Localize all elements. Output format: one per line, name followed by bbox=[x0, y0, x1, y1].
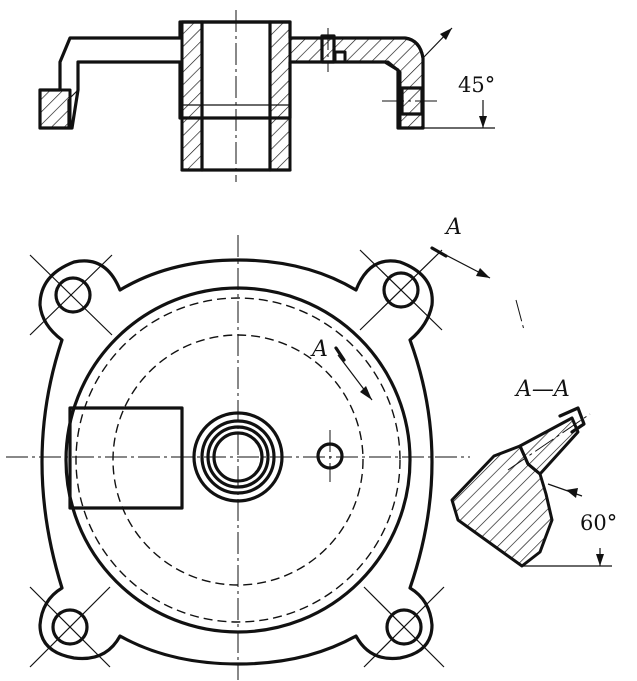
section-body-hatch bbox=[450, 444, 554, 568]
section-a-a: A—A 60° bbox=[450, 377, 617, 568]
flange-outline bbox=[38, 258, 434, 666]
cut-plane-tick-mid bbox=[334, 346, 346, 362]
cut-plane-line bbox=[515, 299, 525, 331]
arrowhead-60-b bbox=[566, 488, 578, 498]
body-inner-dashed-circle bbox=[75, 297, 401, 623]
stem-centerline bbox=[507, 413, 591, 471]
section-stem-hatch bbox=[518, 416, 580, 476]
rect-pocket bbox=[68, 406, 184, 510]
section-stem-tip bbox=[558, 406, 586, 434]
arrowhead-cut-top bbox=[476, 268, 490, 278]
lug-hole-top-right bbox=[382, 271, 420, 309]
arrowhead-cut-mid bbox=[360, 386, 372, 400]
arrowhead-60-a bbox=[596, 554, 604, 566]
top-section-view: 45° bbox=[38, 10, 495, 182]
hub-right-hatch bbox=[268, 20, 292, 172]
plan-view: A A bbox=[6, 215, 525, 680]
left-flange-hatch bbox=[38, 88, 72, 130]
cut-plane-tick-top bbox=[430, 246, 448, 258]
section-label-top: A bbox=[444, 215, 462, 240]
lug-hole-top-left bbox=[54, 276, 92, 314]
section-title: A—A bbox=[514, 377, 570, 402]
lug-centerlines bbox=[29, 249, 445, 668]
angle-45-label: 45° bbox=[458, 73, 495, 97]
arrowhead-45-a bbox=[479, 116, 487, 128]
lug-hole-bottom-left bbox=[51, 608, 89, 646]
angle-60-label: 60° bbox=[580, 511, 617, 535]
lug-hole-bottom-right bbox=[385, 608, 423, 646]
section-label-mid: A bbox=[310, 337, 328, 362]
hub-left-hatch bbox=[180, 20, 204, 172]
arrowhead-45-b bbox=[440, 28, 452, 40]
